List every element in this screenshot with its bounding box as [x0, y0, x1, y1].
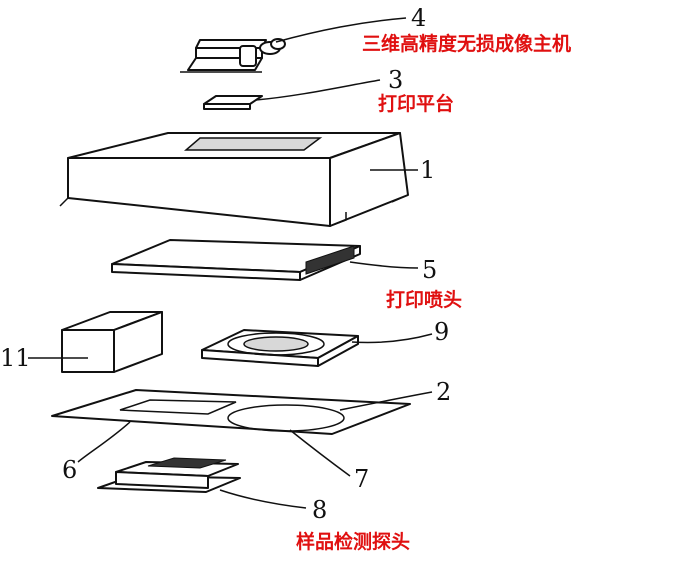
- part-9-frame: [201, 329, 359, 367]
- part-number-7: 7: [354, 465, 369, 493]
- leader-7: [289, 429, 351, 477]
- part-2-base-plate: [51, 389, 411, 435]
- part-number-4: 4: [411, 4, 426, 32]
- label-sample-probe: 样品检测探头: [296, 530, 410, 553]
- part-number-8: 8: [312, 496, 327, 524]
- leader-9: [351, 333, 433, 344]
- part-number-6: 6: [62, 456, 77, 484]
- part-5-print-nozzle: [111, 239, 361, 281]
- part-11-block: [61, 311, 163, 373]
- leader-3: [255, 79, 381, 101]
- part-number-5: 5: [422, 256, 437, 284]
- leader-lines: [28, 17, 433, 509]
- part-number-9: 9: [434, 318, 449, 346]
- leader-4: [275, 17, 407, 43]
- leader-8: [219, 489, 307, 509]
- label-imaging-host: 三维高精度无损成像主机: [362, 32, 571, 55]
- part-1-housing: [59, 132, 409, 227]
- part-3-print-platform: [203, 95, 263, 110]
- part-number-2: 2: [436, 378, 451, 406]
- leader-2: [339, 391, 433, 411]
- leader-5: [349, 261, 419, 269]
- part-number-11: 11: [0, 344, 31, 372]
- part-number-3: 3: [388, 66, 403, 94]
- leader-6: [77, 421, 131, 463]
- part-4-imaging-host: [180, 38, 286, 73]
- part-8-sample-probe: [97, 457, 241, 493]
- label-print-platform: 打印平台: [378, 92, 454, 115]
- part-number-1: 1: [420, 156, 435, 184]
- label-print-nozzle: 打印喷头: [386, 288, 462, 311]
